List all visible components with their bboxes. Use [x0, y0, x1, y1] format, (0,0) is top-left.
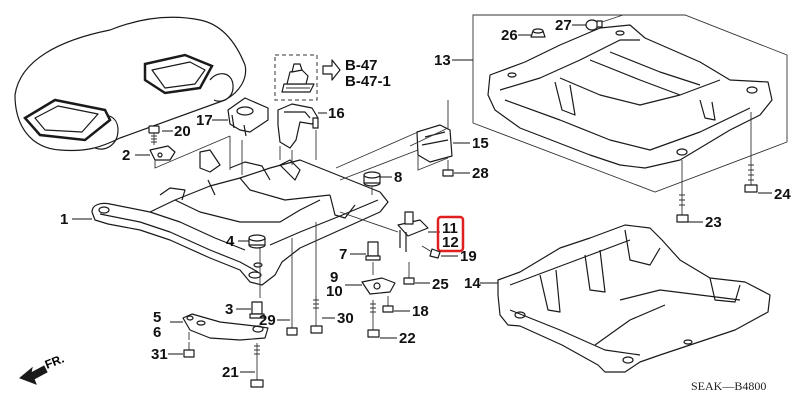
callout-29[interactable]: 29 [259, 312, 276, 329]
callout-2[interactable]: 2 [122, 147, 130, 164]
callout-19[interactable]: 19 [460, 248, 477, 265]
part-1-front-subframe [72, 149, 389, 286]
part-29-bolt [277, 310, 298, 336]
engine-mount-reference-box [274, 54, 318, 101]
callout-6[interactable]: 6 [153, 324, 161, 341]
callout-13[interactable]: 13 [434, 52, 451, 69]
callout-18[interactable]: 18 [412, 303, 429, 320]
callout-17[interactable]: 17 [196, 112, 213, 129]
part-30-bolt [310, 296, 335, 334]
callout-4[interactable]: 4 [226, 233, 235, 250]
callout-28[interactable]: 28 [472, 165, 489, 182]
part-21-bolt [240, 343, 264, 388]
diagram-code: SEAK—B4800 [691, 379, 766, 393]
assembly-guide-lines [229, 130, 419, 310]
callout-3[interactable]: 3 [225, 301, 233, 318]
front-direction-label: FR. [43, 352, 66, 372]
vehicle-silhouette [14, 16, 247, 152]
part-2-bracket [135, 135, 231, 169]
front-direction-arrow [19, 365, 48, 385]
part-9-10-plate [345, 277, 396, 295]
callout-5[interactable]: 5 [153, 309, 161, 326]
callout-14[interactable]: 14 [464, 275, 481, 292]
part-11-12-bracket [397, 211, 440, 252]
callout-12[interactable]: 12 [442, 234, 459, 251]
part-31-bolt [168, 342, 195, 358]
part-8-bushing [363, 171, 392, 195]
part-3-mount [236, 301, 265, 319]
callout-27[interactable]: 27 [555, 17, 572, 34]
callout-16[interactable]: 16 [328, 105, 345, 122]
callout-20[interactable]: 20 [174, 123, 191, 140]
callout-11[interactable]: 11 [442, 220, 458, 237]
callout-8[interactable]: 8 [394, 169, 402, 186]
part-19-bolt [421, 245, 458, 259]
callout-26[interactable]: 26 [501, 27, 518, 44]
reference-label-b47-1[interactable]: B-47-1 [345, 73, 391, 90]
part-24-bolt [744, 112, 772, 194]
callout-31[interactable]: 31 [151, 346, 168, 363]
part-28-bolt [442, 160, 470, 177]
reference-label-b47[interactable]: B-47 [345, 57, 378, 74]
callout-labels: 1 2 3 4 5 6 7 8 9 10 11 12 13 14 15 16 1… [60, 17, 791, 381]
callout-1[interactable]: 1 [60, 211, 68, 228]
reference-arrow-icon [322, 59, 341, 81]
part-20-bolt [148, 125, 173, 145]
part-16-mount-bracket [277, 103, 327, 149]
highlight-box [436, 215, 465, 253]
callout-10[interactable]: 10 [326, 283, 343, 300]
part-13-subframe-assembly [452, 14, 788, 193]
callout-24[interactable]: 24 [774, 186, 791, 203]
part-27-stopper [572, 14, 624, 31]
part-15-mount [409, 100, 470, 171]
part-14-lower-subframe [480, 224, 771, 373]
callout-15[interactable]: 15 [472, 135, 489, 152]
callout-9[interactable]: 9 [330, 269, 338, 286]
part-7-mount [350, 241, 381, 275]
part-18-bolt [382, 296, 410, 313]
part-25-bolt [403, 262, 430, 285]
part-5-6-stiffener-arm [170, 313, 269, 341]
part-23-bolt [676, 160, 703, 223]
callout-7[interactable]: 7 [339, 246, 347, 263]
callout-23[interactable]: 23 [705, 214, 722, 231]
callout-21[interactable]: 21 [222, 364, 239, 381]
part-26-cap [518, 28, 546, 38]
part-4-bushing [238, 234, 266, 249]
part-17-mount-bracket [212, 97, 269, 137]
callout-30[interactable]: 30 [337, 310, 354, 327]
callout-22[interactable]: 22 [399, 330, 416, 347]
callout-25[interactable]: 25 [432, 276, 449, 293]
part-22-bolt [367, 300, 397, 339]
